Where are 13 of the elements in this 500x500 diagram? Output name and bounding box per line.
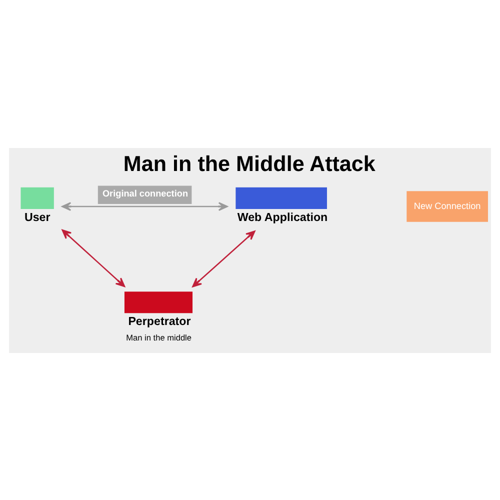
node-label: Man in the middle — [126, 332, 192, 342]
arrow — [62, 202, 228, 210]
diagram-title: Man in the Middle Attack — [123, 150, 376, 176]
node-box — [124, 291, 193, 313]
arrow — [192, 230, 256, 287]
edge-label: Original connection — [102, 188, 188, 198]
node-box — [236, 186, 327, 208]
arrow — [62, 228, 126, 287]
node-label: Perpetrator — [128, 314, 191, 328]
node-label: Web Application — [237, 210, 328, 224]
label: New Connection — [414, 200, 481, 210]
node-label: User — [24, 210, 50, 224]
node-box — [20, 186, 54, 208]
